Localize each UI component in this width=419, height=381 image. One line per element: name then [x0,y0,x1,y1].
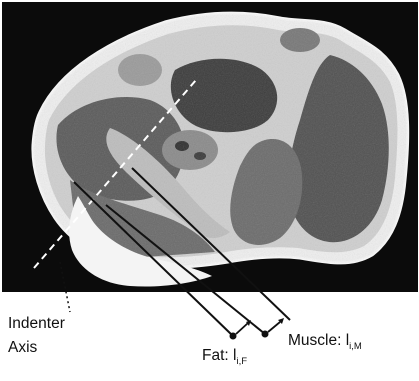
indenter-axis-label-line1: Indenter [8,315,65,332]
fat-label-subscript: i,F [236,356,247,367]
muscle-label: Muscle: li,M [288,332,362,352]
fat-dimension-marker [230,320,252,340]
fat-label-main: Fat: l [202,347,236,364]
fat-label: Fat: li,F [202,347,247,367]
indenter-axis-label-line2: Axis [8,339,38,356]
muscle-label-main: Muscle: l [288,332,349,349]
muscle-dimension-marker [262,318,285,338]
muscle-label-subscript: i,M [349,341,362,352]
